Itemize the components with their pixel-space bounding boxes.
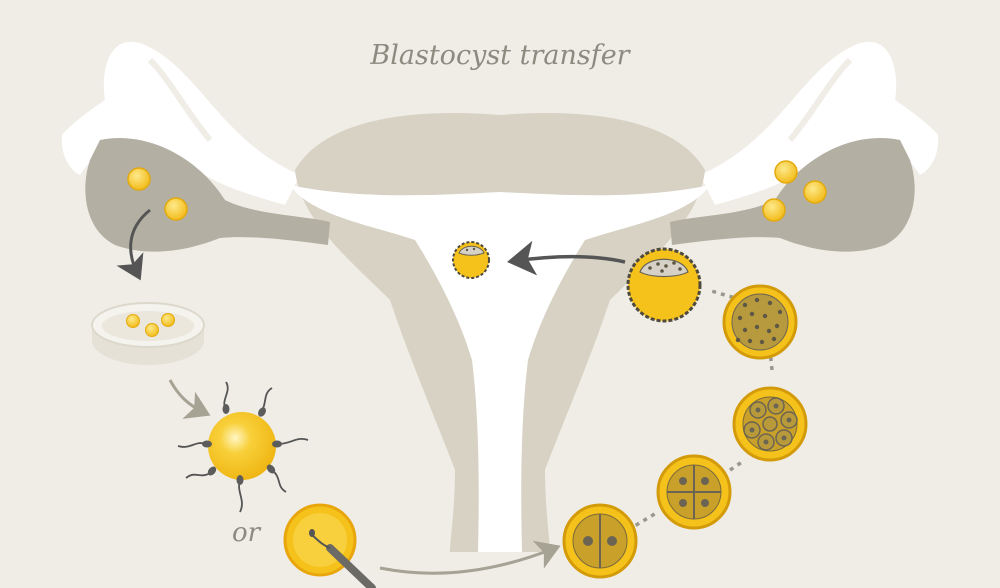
egg-with-sperm [177, 381, 309, 513]
or-label: or [232, 518, 261, 548]
egg [145, 323, 159, 337]
ovary-right [670, 138, 915, 252]
embryo-2-cell-icon [562, 503, 638, 579]
diagram-title: Blastocyst transfer [370, 40, 630, 71]
arrow-to-embryo [379, 540, 561, 575]
icsi-egg [283, 503, 376, 588]
arrow-to-fertilization [168, 379, 211, 419]
egg [803, 180, 827, 204]
egg [127, 167, 151, 191]
ovary-left [85, 138, 330, 252]
arrow-retrieval [116, 208, 151, 281]
egg [164, 197, 188, 221]
egg [126, 314, 140, 328]
injection-needle-icon [326, 544, 376, 588]
fallopian-tube-left [61, 41, 300, 205]
morula-icon [722, 284, 798, 360]
egg [762, 198, 786, 222]
embryo-8-cell-icon [732, 386, 808, 462]
egg [161, 313, 175, 327]
blastocyst-icon [626, 247, 702, 323]
embryo-4-cell-icon [656, 454, 732, 530]
egg [774, 160, 798, 184]
petri-dish-icon [91, 302, 205, 365]
implanted-blastocyst-icon [452, 241, 490, 279]
arrow-transfer [507, 240, 626, 276]
fallopian-tube-right [700, 41, 939, 205]
uterine-cavity [290, 185, 710, 552]
development-path [627, 288, 774, 532]
